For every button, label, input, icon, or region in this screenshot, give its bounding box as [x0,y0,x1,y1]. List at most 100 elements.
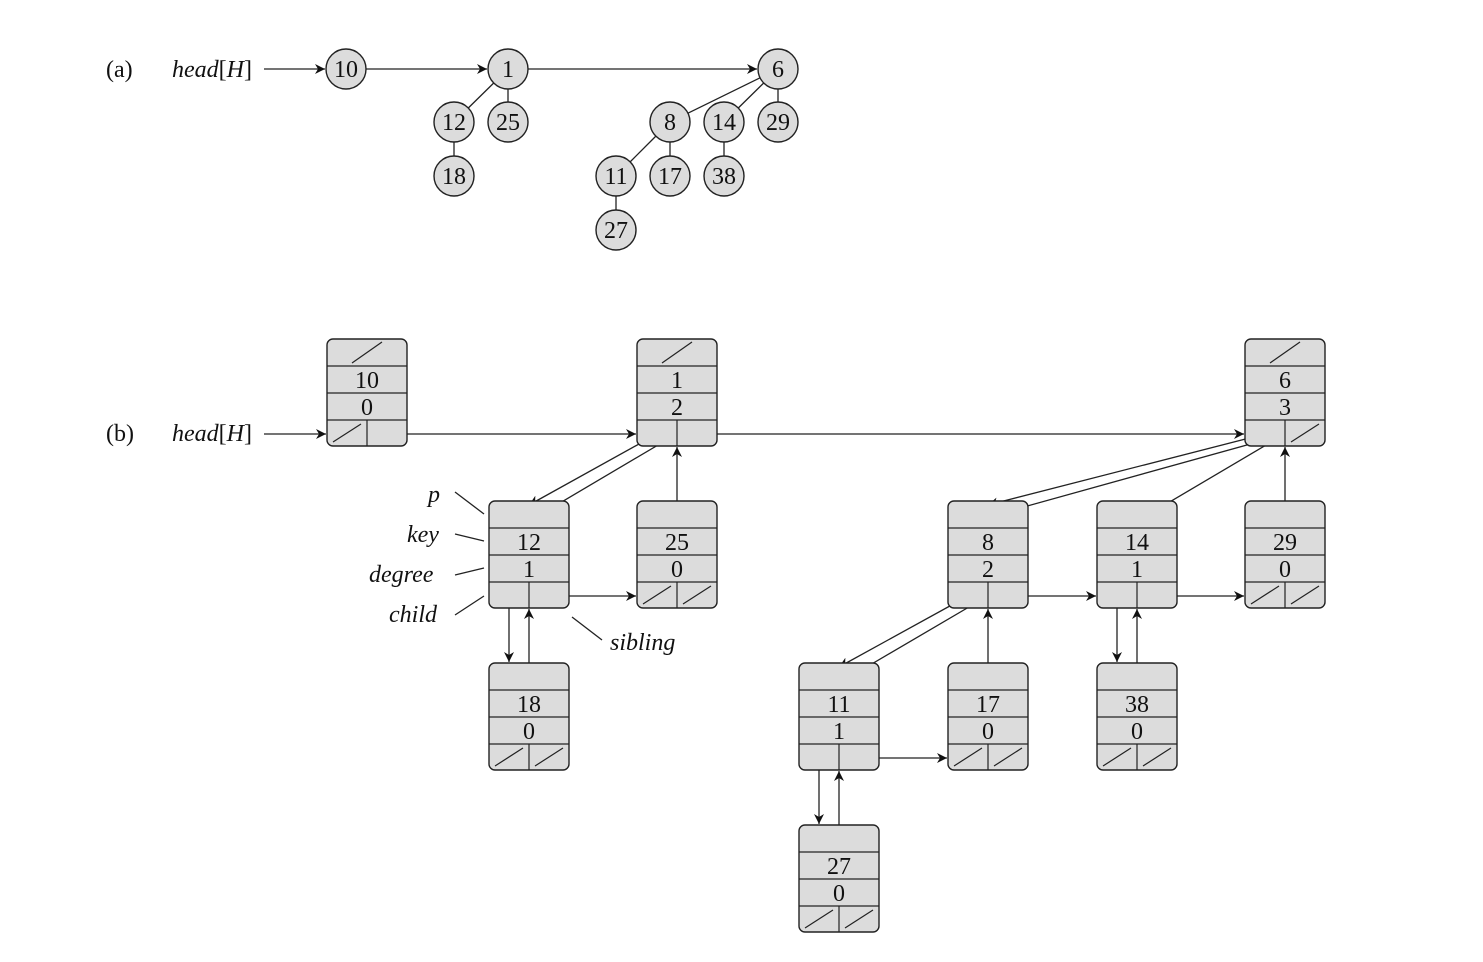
field-label-leaders [454,491,603,641]
parent-pointer-arrow [1150,434,1284,514]
record-25: 250 [636,500,718,609]
tree-node-14: 14 [703,101,745,143]
tree-node-key: 18 [442,164,466,190]
part-b-pointers [264,429,1290,837]
leader-p [454,491,485,515]
record-key: 1 [671,368,683,394]
record-key: 38 [1125,692,1149,718]
tree-node-6: 6 [757,48,799,90]
record-degree: 0 [982,719,994,745]
parent-pointer-arrow [1001,432,1284,514]
tree-node-38: 38 [703,155,745,197]
tree-edge [467,82,495,109]
record-key: 10 [355,368,379,394]
part-a-label: (a) [106,57,133,83]
record-11: 111 [798,662,880,771]
tree-edge [737,82,765,109]
part-a-head-label: head[H] [172,57,252,83]
leader-degree [454,567,485,576]
tree-node-key: 1 [502,57,514,83]
record-14: 141 [1096,500,1178,609]
tree-node-key: 38 [712,164,736,190]
tree-node-key: 25 [496,110,520,136]
field-label-p: p [426,482,440,508]
record-degree: 0 [523,719,535,745]
tree-node-29: 29 [757,101,799,143]
leader-key [454,533,485,542]
part-a-edges [264,64,779,210]
tree-node-key: 6 [772,57,784,83]
record-key: 29 [1273,530,1297,556]
nil-parent-slash [351,341,383,364]
record-degree: 2 [982,557,994,583]
parent-pointer-arrow [852,596,987,676]
leader-child [454,595,485,616]
tree-edge [629,135,657,163]
child-pointer-arrow [987,433,1266,508]
record-key: 25 [665,530,689,556]
record-degree: 1 [833,719,845,745]
record-1: 12 [636,338,718,447]
record-degree: 1 [1131,557,1143,583]
record-degree: 2 [671,395,683,421]
record-38: 380 [1096,662,1178,771]
tree-node-11: 11 [595,155,637,197]
tree-node-key: 27 [604,218,628,244]
field-label-child: child [389,602,438,628]
record-key: 17 [976,692,1000,718]
tree-node-10: 10 [325,48,367,90]
nil-child-slash [332,423,362,443]
tree-node-25: 25 [487,101,529,143]
child-pointer-arrow [528,433,658,506]
nil-parent-slash [661,341,693,364]
record-degree: 0 [833,881,845,907]
nil-sibling-slash [534,747,564,767]
nil-child-slash [642,585,672,605]
tree-node-8: 8 [649,101,691,143]
part-b-label: (b) [106,421,134,447]
tree-node-key: 29 [766,110,790,136]
tree-node-key: 12 [442,110,466,136]
record-degree: 0 [1131,719,1143,745]
nil-sibling-slash [993,747,1023,767]
record-degree: 0 [671,557,683,583]
tree-node-17: 17 [649,155,691,197]
record-key: 18 [517,692,541,718]
tree-node-key: 8 [664,110,676,136]
nil-child-slash [494,747,524,767]
record-degree: 1 [523,557,535,583]
field-label-key: key [407,522,439,548]
nil-sibling-slash [682,585,712,605]
record-18: 180 [488,662,570,771]
tree-node-key: 10 [334,57,358,83]
record-17: 170 [947,662,1029,771]
record-29: 290 [1244,500,1326,609]
nil-child-slash [1250,585,1280,605]
record-8: 82 [947,500,1029,609]
record-key: 27 [827,854,851,880]
nil-sibling-slash [1142,747,1172,767]
part-b-head-label: head[H] [172,421,252,447]
record-degree: 0 [1279,557,1291,583]
tree-node-key: 14 [712,110,736,136]
tree-node-12: 12 [433,101,475,143]
nil-sibling-slash [1290,585,1320,605]
record-key: 6 [1279,368,1291,394]
leader-sibling [571,616,603,641]
record-key: 14 [1125,530,1149,556]
child-pointer-arrow [838,595,969,668]
record-12: 121 [488,500,570,609]
field-label-sibling: sibling [610,630,675,656]
nil-child-slash [953,747,983,767]
tree-node-1: 1 [487,48,529,90]
tree-node-key: 17 [658,164,682,190]
tree-edge [687,77,761,114]
nil-child-slash [1102,747,1132,767]
record-degree: 3 [1279,395,1291,421]
record-degree: 0 [361,395,373,421]
record-key: 11 [827,692,850,718]
tree-node-18: 18 [433,155,475,197]
nil-parent-slash [1269,341,1301,364]
